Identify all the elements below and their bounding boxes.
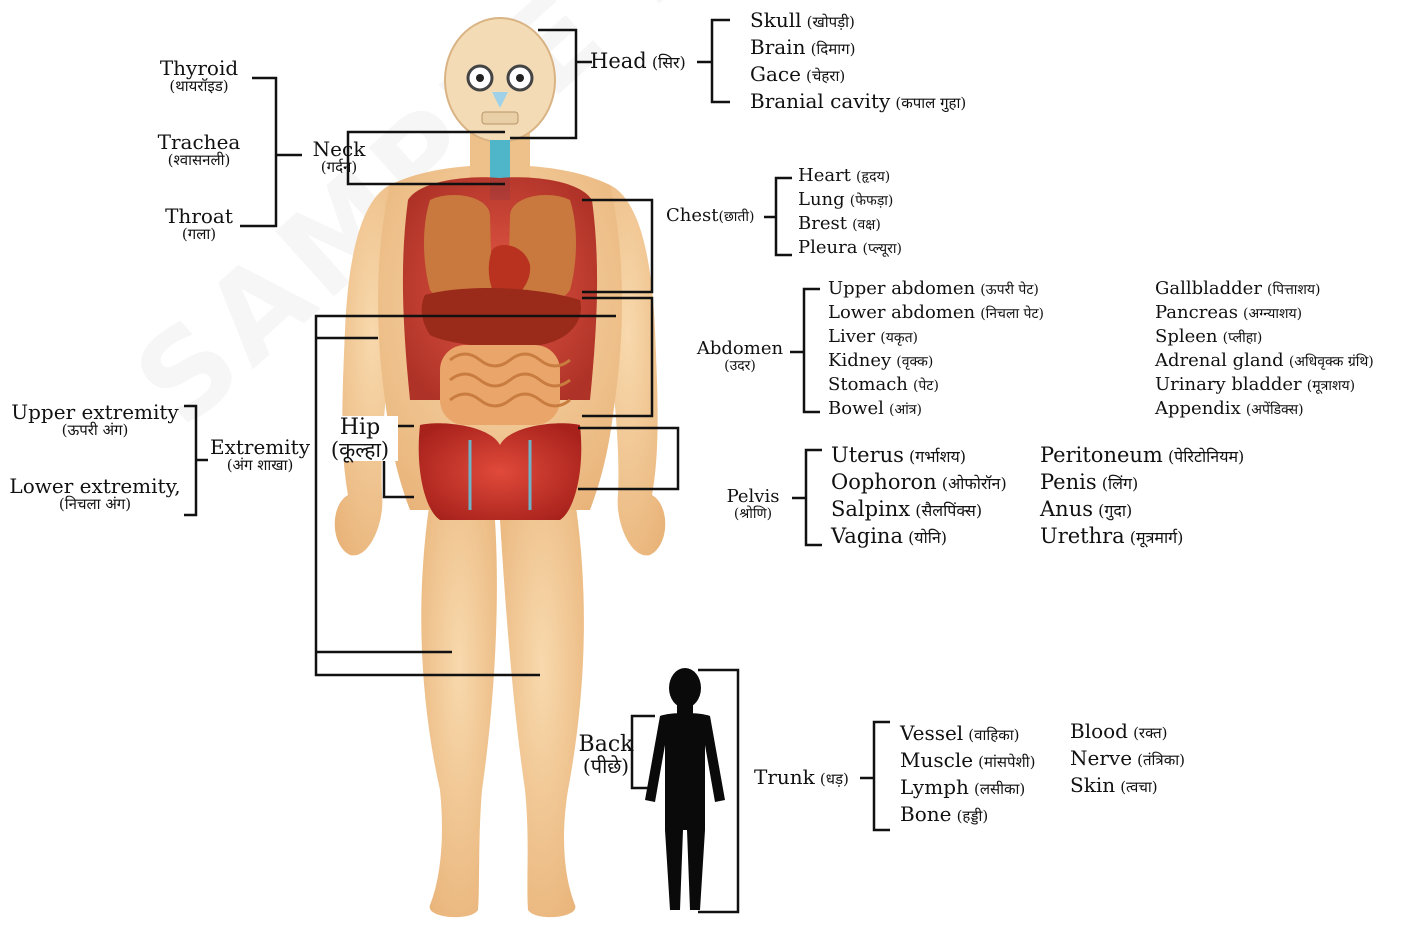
chest-item: Heart (हृदय) [798, 167, 902, 191]
abdomen-item: Appendix (अपेंडिक्स) [1155, 400, 1374, 424]
chest-label: Chest(छाती) [666, 207, 754, 226]
chest-item: Brest (वक्ष) [798, 215, 902, 239]
extremity-item-upper: Upper extremity(ऊपरी अंग) [6, 402, 184, 439]
chest-item: Pleura (प्ल्यूरा) [798, 239, 902, 263]
abdomen-item: Adrenal gland (अधिवृक्क ग्रंथि) [1155, 352, 1374, 376]
abdomen-item: Stomach (पेट) [828, 376, 1044, 400]
abdomen-item: Liver (यकृत) [828, 328, 1044, 352]
abdomen-item: Upper abdomen (ऊपरी पेट) [828, 280, 1044, 304]
extremity-item-lower: Lower extremity,(निचला अंग) [6, 476, 184, 513]
chest-list: Heart (हृदय) Lung (फेफड़ा) Brest (वक्ष) … [798, 167, 902, 263]
abdomen-item: Lower abdomen (निचला पेट) [828, 304, 1044, 328]
trunk-item: Blood (रक्त) [1070, 721, 1185, 748]
trunk-list-2: Blood (रक्त) Nerve (तंत्रिका) Skin (त्वच… [1070, 721, 1185, 802]
abdomen-item: Spleen (प्लीहा) [1155, 328, 1374, 352]
extremity-label: Extremity(अंग शाखा) [208, 437, 312, 474]
back-label: Back(पीछे) [574, 733, 638, 777]
pelvis-item: Penis (लिंग) [1040, 471, 1244, 498]
abdomen-item: Pancreas (अग्न्याशय) [1155, 304, 1374, 328]
abdomen-item: Gallbladder (पित्ताशय) [1155, 280, 1374, 304]
trunk-item: Muscle (मांसपेशी) [900, 750, 1035, 777]
head-item: Branial cavity (कपाल गुहा) [750, 91, 966, 118]
left-leg [421, 500, 497, 917]
pelvis-label: Pelvis(श्रोणि) [718, 488, 788, 522]
abdomen-list-1: Upper abdomen (ऊपरी पेट) Lower abdomen (… [828, 280, 1044, 424]
head-item: Gace (चेहरा) [750, 64, 966, 91]
neck-item-throat: Throat(गला) [148, 206, 250, 243]
abdomen-list-2: Gallbladder (पित्ताशय) Pancreas (अग्न्या… [1155, 280, 1374, 424]
hip-label: Hip(कूल्हा) [322, 416, 398, 461]
trunk-item: Skin (त्वचा) [1070, 775, 1185, 802]
pelvis-item: Peritoneum (पेरिटोनियम) [1040, 444, 1244, 471]
trunk-label: Trunk (धड़) [754, 767, 849, 788]
pelvis-list-1: Uterus (गर्भाशय) Oophoron (ओफोरॉन) Salpi… [831, 444, 1007, 552]
trunk-item: Nerve (तंत्रिका) [1070, 748, 1185, 775]
pelvis-list-2: Peritoneum (पेरिटोनियम) Penis (लिंग) Anu… [1040, 444, 1244, 552]
head-list: Skull (खोपड़ी) Brain (दिमाग) Gace (चेहरा… [750, 10, 966, 118]
pelvis-item: Vagina (योनि) [831, 525, 1007, 552]
liver-shape [422, 288, 581, 347]
abdomen-item: Kidney (वृक्क) [828, 352, 1044, 376]
pelvis-item: Anus (गुदा) [1040, 498, 1244, 525]
pelvis-item: Uterus (गर्भाशय) [831, 444, 1007, 471]
trunk-item: Bone (हड्डी) [900, 804, 1035, 831]
chest-item: Lung (फेफड़ा) [798, 191, 902, 215]
abdomen-label: Abdomen(उदर) [694, 340, 786, 374]
abdomen-item: Bowel (आंत्र) [828, 400, 1044, 424]
neck-item-trachea: Trachea(श्वासनली) [148, 132, 250, 169]
back-silhouette [645, 668, 725, 910]
head-item: Skull (खोपड़ी) [750, 10, 966, 37]
right-leg [500, 500, 584, 917]
pelvis-item: Oophoron (ओफोरॉन) [831, 471, 1007, 498]
neck-item-thyroid: Thyroid(थायरॉइड) [148, 58, 250, 95]
neck-label: Neck(गर्दन) [305, 139, 373, 176]
pelvis-item: Urethra (मूत्रमार्ग) [1040, 525, 1244, 552]
head-label: Head (सिर) [590, 50, 686, 72]
trunk-item: Lymph (लसीका) [900, 777, 1035, 804]
trunk-list-1: Vessel (वाहिका) Muscle (मांसपेशी) Lymph … [900, 723, 1035, 831]
trunk-item: Vessel (वाहिका) [900, 723, 1035, 750]
pelvis-item: Salpinx (सैलपिंक्स) [831, 498, 1007, 525]
abdomen-item: Urinary bladder (मूत्राशय) [1155, 376, 1374, 400]
head-item: Brain (दिमाग) [750, 37, 966, 64]
